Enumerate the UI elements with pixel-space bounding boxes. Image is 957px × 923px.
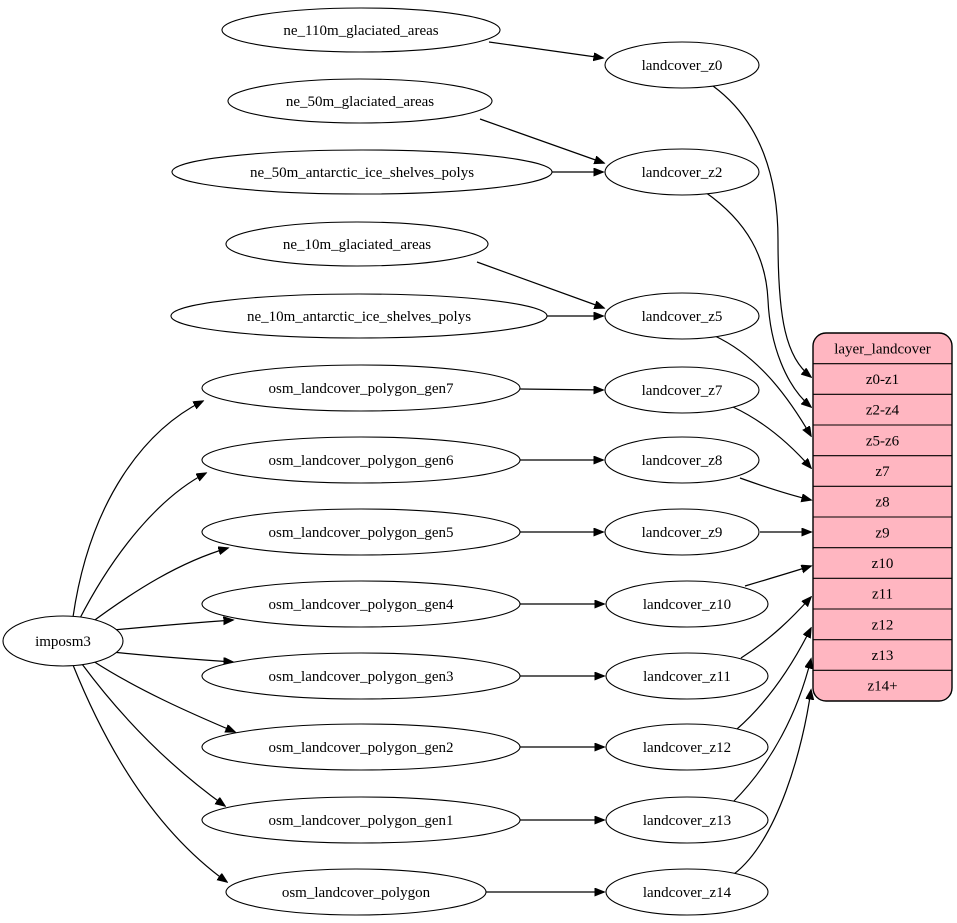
node-ne_10m_glaciated_areas: ne_10m_glaciated_areas bbox=[225, 221, 489, 267]
node-landcover_z0: landcover_z0 bbox=[604, 41, 760, 89]
record-row-z9: z9 bbox=[875, 525, 889, 541]
node-osm_landcover_polygon_gen3: osm_landcover_polygon_gen3 bbox=[201, 652, 521, 700]
record-title: layer_landcover bbox=[834, 341, 931, 357]
node-label-landcover_z13: landcover_z13 bbox=[643, 813, 731, 829]
node-osm_landcover_polygon_gen2: osm_landcover_polygon_gen2 bbox=[201, 723, 521, 771]
edge-osm_landcover_polygon_gen7-to-landcover_z7 bbox=[519, 389, 603, 390]
record-row-z14+: z14+ bbox=[867, 679, 897, 695]
edges-layer bbox=[72, 41, 811, 892]
node-osm_landcover_polygon_gen4: osm_landcover_polygon_gen4 bbox=[201, 580, 521, 628]
edge-imposm3-to-osm_landcover_polygon_gen3 bbox=[102, 650, 233, 662]
node-landcover_z7: landcover_z7 bbox=[604, 366, 760, 414]
edge-landcover_z11-to-layer_landcover-z11 bbox=[740, 597, 811, 659]
node-ne_50m_antarctic_ice_shelves_polys: ne_50m_antarctic_ice_shelves_polys bbox=[171, 149, 553, 195]
node-imposm3: imposm3 bbox=[2, 615, 124, 667]
node-label-osm_landcover_polygon_gen3: osm_landcover_polygon_gen3 bbox=[269, 669, 454, 685]
node-label-osm_landcover_polygon_gen4: osm_landcover_polygon_gen4 bbox=[269, 597, 454, 613]
record-layer: layer_landcover z0-z1 z2-z4 z5-z6 z7 z8 z9 z10 z… bbox=[812, 332, 953, 702]
node-label-osm_landcover_polygon_gen6: osm_landcover_polygon_gen6 bbox=[269, 453, 454, 469]
record-row-z12: z12 bbox=[872, 617, 894, 633]
edge-landcover_z0-to-layer_landcover-z0-z1 bbox=[712, 85, 811, 377]
edge-ne_10m_glaciated_areas-to-landcover_z5 bbox=[476, 261, 604, 308]
record-row-z13: z13 bbox=[872, 648, 894, 664]
node-landcover_z2: landcover_z2 bbox=[604, 148, 760, 196]
node-label-osm_landcover_polygon_gen7: osm_landcover_polygon_gen7 bbox=[269, 381, 454, 397]
node-landcover_z9: landcover_z9 bbox=[604, 508, 760, 556]
node-label-ne_50m_antarctic_ice_shelves_polys: ne_50m_antarctic_ice_shelves_polys bbox=[250, 165, 474, 181]
edge-landcover_z10-to-layer_landcover-z10 bbox=[744, 566, 811, 587]
edge-landcover_z13-to-layer_landcover-z13 bbox=[732, 659, 811, 803]
edge-landcover_z8-to-layer_landcover-z8 bbox=[739, 477, 811, 500]
node-label-landcover_z9: landcover_z9 bbox=[642, 525, 723, 541]
edge-imposm3-to-osm_landcover_polygon_gen4 bbox=[102, 620, 233, 632]
node-label-imposm3: imposm3 bbox=[35, 634, 91, 650]
record-row-z8: z8 bbox=[875, 495, 889, 511]
node-label-landcover_z10: landcover_z10 bbox=[643, 597, 731, 613]
node-label-osm_landcover_polygon_gen1: osm_landcover_polygon_gen1 bbox=[269, 813, 454, 829]
record-node-layer_landcover: layer_landcover z0-z1 z2-z4 z5-z6 z7 z8 z9 z10 z… bbox=[812, 332, 953, 702]
edge-imposm3-to-osm_landcover_polygon_gen5 bbox=[87, 548, 228, 626]
record-row-z5-z6: z5-z6 bbox=[866, 433, 900, 449]
edge-imposm3-to-osm_landcover_polygon_gen7 bbox=[72, 401, 203, 618]
edge-imposm3-to-osm_landcover_polygon_gen1 bbox=[81, 663, 225, 806]
node-label-ne_50m_glaciated_areas: ne_50m_glaciated_areas bbox=[286, 94, 434, 110]
node-ne_110m_glaciated_areas: ne_110m_glaciated_areas bbox=[221, 7, 501, 53]
record-row-z2-z4: z2-z4 bbox=[866, 403, 900, 419]
edge-landcover_z14-to-layer_landcover-z14+ bbox=[733, 690, 811, 875]
edge-ne_110m_glaciated_areas-to-landcover_z0 bbox=[488, 41, 603, 58]
edge-landcover_z5-to-layer_landcover-z5-z6 bbox=[714, 335, 811, 436]
record-row-z11: z11 bbox=[872, 587, 893, 603]
edge-imposm3-to-osm_landcover_polygon_gen2 bbox=[92, 660, 235, 732]
node-osm_landcover_polygon_gen1: osm_landcover_polygon_gen1 bbox=[201, 796, 521, 844]
edge-ne_50m_glaciated_areas-to-landcover_z2 bbox=[479, 118, 604, 163]
edge-landcover_z2-to-layer_landcover-z2-z4 bbox=[704, 191, 811, 407]
node-ne_10m_antarctic_ice_shelves_polys: ne_10m_antarctic_ice_shelves_polys bbox=[170, 293, 548, 339]
node-osm_landcover_polygon: osm_landcover_polygon bbox=[225, 868, 487, 916]
node-label-landcover_z2: landcover_z2 bbox=[642, 165, 723, 181]
record-row-z0-z1: z0-z1 bbox=[866, 372, 899, 388]
record-row-z7: z7 bbox=[875, 464, 890, 480]
node-label-ne_10m_antarctic_ice_shelves_polys: ne_10m_antarctic_ice_shelves_polys bbox=[247, 309, 471, 325]
edge-imposm3-to-osm_landcover_polygon_gen6 bbox=[78, 473, 206, 621]
edge-imposm3-to-osm_landcover_polygon bbox=[72, 664, 227, 882]
node-landcover_z8: landcover_z8 bbox=[604, 436, 760, 484]
nodes-layer: imposm3 ne_110m_glaciated_areas ne_50m_gla… bbox=[2, 7, 769, 916]
node-landcover_z14: landcover_z14 bbox=[605, 868, 769, 916]
node-osm_landcover_polygon_gen7: osm_landcover_polygon_gen7 bbox=[201, 364, 521, 412]
node-landcover_z10: landcover_z10 bbox=[605, 580, 769, 628]
node-label-osm_landcover_polygon: osm_landcover_polygon bbox=[282, 885, 431, 901]
node-label-ne_10m_glaciated_areas: ne_10m_glaciated_areas bbox=[283, 237, 431, 253]
node-landcover_z12: landcover_z12 bbox=[605, 723, 769, 771]
node-label-landcover_z14: landcover_z14 bbox=[643, 885, 732, 901]
node-osm_landcover_polygon_gen5: osm_landcover_polygon_gen5 bbox=[201, 508, 521, 556]
edge-landcover_z12-to-layer_landcover-z12 bbox=[736, 628, 811, 730]
node-label-ne_110m_glaciated_areas: ne_110m_glaciated_areas bbox=[283, 23, 438, 39]
node-label-osm_landcover_polygon_gen2: osm_landcover_polygon_gen2 bbox=[269, 740, 454, 756]
node-osm_landcover_polygon_gen6: osm_landcover_polygon_gen6 bbox=[201, 436, 521, 484]
node-label-landcover_z12: landcover_z12 bbox=[643, 740, 731, 756]
node-landcover_z11: landcover_z11 bbox=[605, 652, 769, 700]
node-label-landcover_z8: landcover_z8 bbox=[642, 453, 723, 469]
node-landcover_z5: landcover_z5 bbox=[604, 292, 760, 340]
record-row-z10: z10 bbox=[872, 556, 894, 572]
node-ne_50m_glaciated_areas: ne_50m_glaciated_areas bbox=[227, 78, 493, 124]
node-label-landcover_z7: landcover_z7 bbox=[642, 383, 723, 399]
node-label-landcover_z11: landcover_z11 bbox=[643, 669, 731, 685]
node-label-landcover_z5: landcover_z5 bbox=[642, 309, 723, 325]
node-label-osm_landcover_polygon_gen5: osm_landcover_polygon_gen5 bbox=[269, 525, 454, 541]
edge-landcover_z7-to-layer_landcover-z7 bbox=[732, 406, 811, 468]
node-landcover_z13: landcover_z13 bbox=[605, 796, 769, 844]
node-label-landcover_z0: landcover_z0 bbox=[642, 58, 723, 74]
